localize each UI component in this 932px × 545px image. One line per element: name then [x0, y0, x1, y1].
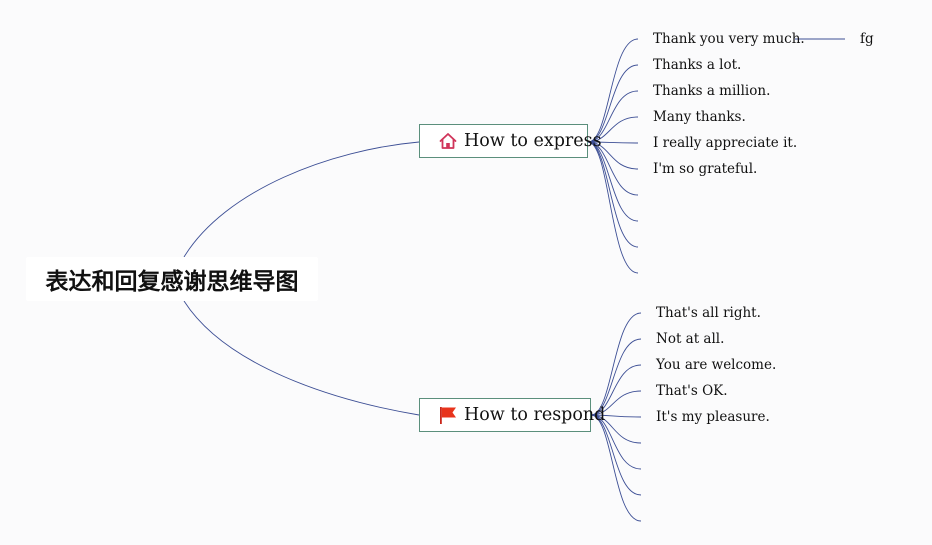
leaf-node[interactable]: You are welcome.	[656, 357, 777, 373]
red-flag-icon	[438, 405, 458, 425]
leaf-connector	[587, 141, 639, 274]
leaf-node[interactable]: Thanks a lot.	[653, 57, 742, 73]
branch-node-how-to-respond[interactable]: How to respond	[419, 398, 605, 432]
house-icon	[438, 131, 458, 151]
leaf-node[interactable]: That's OK.	[656, 383, 728, 399]
leaf-node[interactable]: Thank you very much.	[653, 31, 805, 47]
leaf-node[interactable]: I'm so grateful.	[653, 161, 758, 177]
leaf-node[interactable]: I really appreciate it.	[653, 135, 798, 151]
leaf-connector	[587, 141, 639, 144]
root-node[interactable]: 表达和回复感谢思维导图	[26, 257, 318, 301]
leaf-connector	[590, 338, 642, 416]
root-connector-respond	[183, 300, 420, 416]
leaf-connector	[590, 414, 642, 470]
leaf-node[interactable]: That's all right.	[656, 305, 761, 321]
leaf-connector	[590, 390, 642, 416]
leaf-node[interactable]: It's my pleasure.	[656, 409, 770, 425]
branch-label: How to respond	[464, 405, 606, 425]
subleaf-node[interactable]: fg	[860, 31, 874, 47]
leaf-connector	[590, 414, 642, 522]
leaf-connector	[590, 312, 642, 416]
leaf-connector	[587, 141, 639, 196]
leaf-node[interactable]: Many thanks.	[653, 109, 746, 125]
branch-node-how-to-express[interactable]: How to express	[419, 124, 602, 158]
leaf-connector	[587, 116, 639, 143]
leaf-connector	[590, 414, 642, 496]
leaf-connector	[587, 64, 639, 143]
root-label: 表达和回复感谢思维导图	[45, 269, 299, 295]
leaf-connector	[587, 38, 639, 143]
leaf-node[interactable]: Thanks a million.	[653, 83, 771, 99]
leaf-node[interactable]: Not at all.	[656, 331, 725, 347]
branch-label: How to express	[464, 131, 602, 151]
leaf-connector	[587, 141, 639, 222]
leaf-connector	[587, 90, 639, 143]
leaf-connector	[590, 414, 642, 418]
root-connector-express	[183, 141, 420, 258]
leaf-connector	[590, 364, 642, 416]
